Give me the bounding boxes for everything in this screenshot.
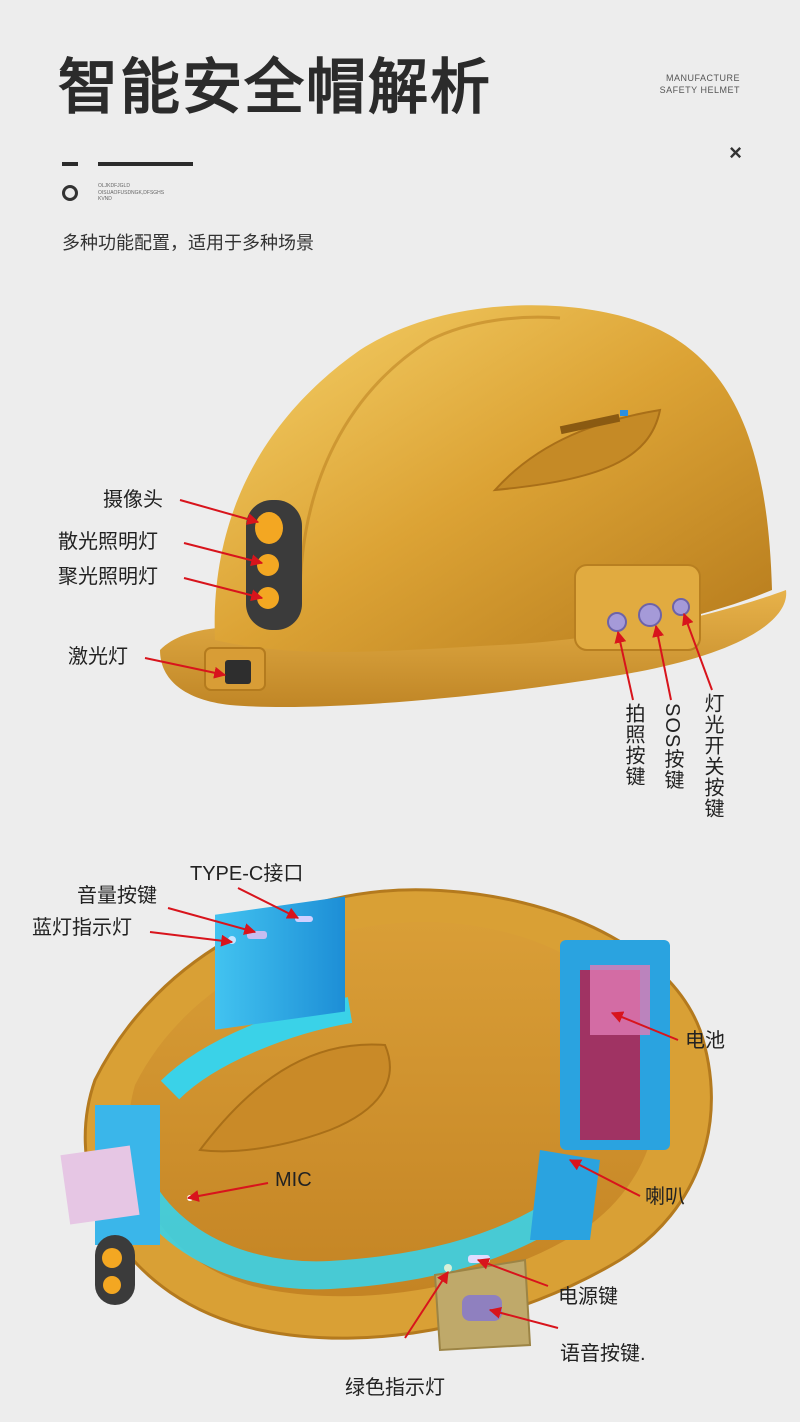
label-volume-button: 音量按键 [77, 885, 157, 907]
brand-line-1: MANUFACTURE [665, 73, 740, 83]
brand-block: MANUFACTURE SAFETY HELMET [660, 72, 740, 96]
interior-arrows [149, 887, 679, 1339]
battery-top [590, 965, 650, 1035]
label-voice-button: 语音按键. [560, 1343, 646, 1365]
volume-button-icon[interactable] [247, 931, 267, 939]
vent-slot [559, 413, 621, 435]
label-flood-light: 散光照明灯 [58, 531, 158, 553]
label-camera: 摄像头 [103, 489, 163, 511]
decor-bar-short [62, 162, 78, 166]
green-indicator-icon [444, 1264, 452, 1272]
speaker-module [530, 1150, 600, 1240]
helmet-exterior [160, 305, 787, 707]
label-green-indicator: 绿色指示灯 [345, 1377, 445, 1399]
exterior-arrows [144, 499, 713, 701]
outer-lamp [95, 1235, 135, 1305]
interior-vent [198, 1043, 391, 1153]
label-type-c: TYPE-C接口 [190, 863, 304, 885]
blue-led [620, 410, 628, 416]
blue-indicator-icon [228, 936, 236, 944]
power-button-icon[interactable] [468, 1255, 490, 1263]
voice-button-icon[interactable] [462, 1295, 502, 1321]
fine-print: OLJKDFJGLD OISUAOFUSDNGK,DFSGHS KVND [98, 183, 165, 202]
label-power-button: 电源键 [558, 1286, 618, 1308]
label-sos-button: SOS按键 [661, 703, 683, 791]
label-laser-light: 激光灯 [68, 646, 128, 668]
flood-light-lens-icon [257, 554, 279, 576]
cushion-band-back [160, 997, 353, 1100]
laser-light-icon [204, 647, 266, 691]
label-spot-light: 聚光照明灯 [58, 566, 158, 588]
label-light-switch: 灯光开关按键 [701, 693, 723, 819]
ring-icon [62, 185, 78, 201]
side-pad [60, 1145, 140, 1225]
brand-line-2: SAFETY HELMET [659, 85, 740, 95]
sos-button-icon[interactable] [638, 603, 662, 627]
label-blue-indicator: 蓝灯指示灯 [32, 917, 132, 939]
label-mic: MIC [275, 1169, 312, 1191]
camera-lens-icon [255, 512, 283, 544]
helmet-ridge [298, 315, 561, 601]
subtitle: 多种功能配置，适用于多种场景 [62, 233, 314, 253]
page-title: 智能安全帽解析 [58, 54, 492, 121]
light-switch-button-icon[interactable] [672, 598, 690, 616]
close-icon[interactable]: × [729, 140, 742, 165]
label-speaker: 喇叭 [645, 1186, 685, 1208]
typec-module [215, 896, 345, 1030]
helmet-vent [492, 408, 662, 492]
label-battery: 电池 [685, 1030, 725, 1052]
typec-port-icon[interactable] [295, 916, 313, 922]
photo-button-icon[interactable] [607, 612, 627, 632]
helmet-interior [60, 888, 713, 1352]
decor-bar-long [98, 162, 193, 166]
label-photo-button: 拍照按键 [622, 703, 644, 787]
button-housing [574, 564, 701, 651]
helmet-brim [160, 590, 787, 707]
